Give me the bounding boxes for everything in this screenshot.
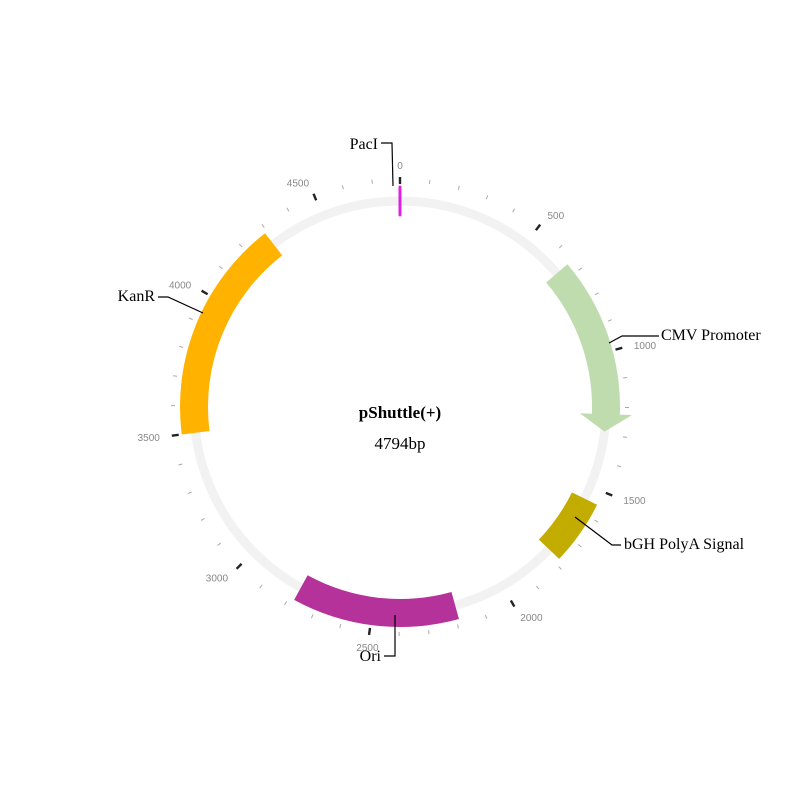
ori-feature [294, 575, 459, 627]
paci-label: PacI [350, 136, 378, 153]
major-tick [534, 223, 542, 231]
minor-tick [558, 566, 562, 570]
cmv-promoter-label: CMV Promoter [661, 327, 761, 344]
minor-tick [284, 601, 288, 606]
tick-label: 0 [397, 161, 403, 172]
minor-tick [187, 491, 192, 494]
tick-label: 1000 [634, 341, 657, 352]
tick-label: 500 [547, 211, 564, 222]
minor-tick [428, 179, 431, 184]
major-tick [200, 289, 209, 296]
feature-leader-lines [158, 142, 659, 657]
minor-tick [536, 585, 540, 590]
kanr-feature [180, 233, 283, 435]
major-tick [509, 599, 516, 608]
cmv-promoter-leader-line [608, 335, 659, 344]
plasmid-name: pShuttle(+) [359, 403, 441, 422]
minor-tick [622, 436, 628, 438]
minor-tick [217, 542, 222, 546]
minor-tick [310, 614, 314, 619]
major-tick [235, 563, 243, 570]
minor-tick [286, 207, 290, 212]
tick-label: 2000 [520, 613, 543, 624]
major-tick [171, 433, 179, 437]
minor-tick [173, 375, 178, 377]
tick-label: 4000 [169, 281, 192, 292]
minor-tick [179, 345, 184, 348]
minor-tick [456, 624, 459, 629]
minor-tick [178, 463, 183, 466]
minor-tick [238, 243, 243, 248]
minor-tick [484, 614, 488, 620]
minor-tick [188, 317, 193, 321]
bgh-polya-signal-leader-line [574, 516, 621, 546]
minor-tick [594, 292, 599, 296]
minor-tick [512, 208, 516, 213]
minor-tick [339, 623, 342, 629]
plasmid-length: 4794bp [375, 434, 426, 453]
minor-tick [428, 630, 430, 635]
bgh-polya-signal-feature [538, 492, 598, 559]
minor-tick [457, 185, 460, 190]
minor-tick [261, 224, 265, 228]
major-tick [367, 627, 372, 636]
minor-tick [218, 265, 223, 270]
kanr-label: KanR [118, 288, 156, 305]
ori-label: Ori [360, 648, 382, 665]
major-tick [312, 193, 318, 201]
minor-tick [578, 267, 583, 271]
minor-tick [341, 185, 344, 190]
paci-leader-line [381, 142, 394, 187]
minor-tick [577, 544, 582, 548]
minor-tick [617, 465, 622, 468]
minor-tick [623, 377, 628, 379]
tick-label: 2500 [356, 643, 379, 654]
tick-label: 4500 [287, 179, 310, 190]
kanr-leader-line [158, 296, 204, 314]
cmv-promoter-feature [546, 264, 632, 432]
tick-label: 1500 [623, 496, 646, 507]
minor-tick [558, 244, 563, 249]
minor-tick [485, 195, 489, 200]
ori-leader-line [384, 615, 396, 657]
minor-tick [259, 584, 263, 589]
minor-tick [594, 519, 599, 523]
tick-label: 3500 [138, 433, 161, 444]
tick-label: 3000 [206, 573, 229, 584]
bgh-polya-signal-label: bGH PolyA Signal [624, 536, 745, 553]
major-tick [615, 346, 623, 351]
major-tick [605, 491, 613, 497]
tick-labels: 0 500 1000 1500 2000 2500 3000 3500 4000 4500 [138, 161, 657, 654]
features [180, 185, 632, 627]
minor-tick [607, 319, 612, 322]
minor-tick [200, 518, 205, 521]
tick-marks [170, 177, 630, 637]
